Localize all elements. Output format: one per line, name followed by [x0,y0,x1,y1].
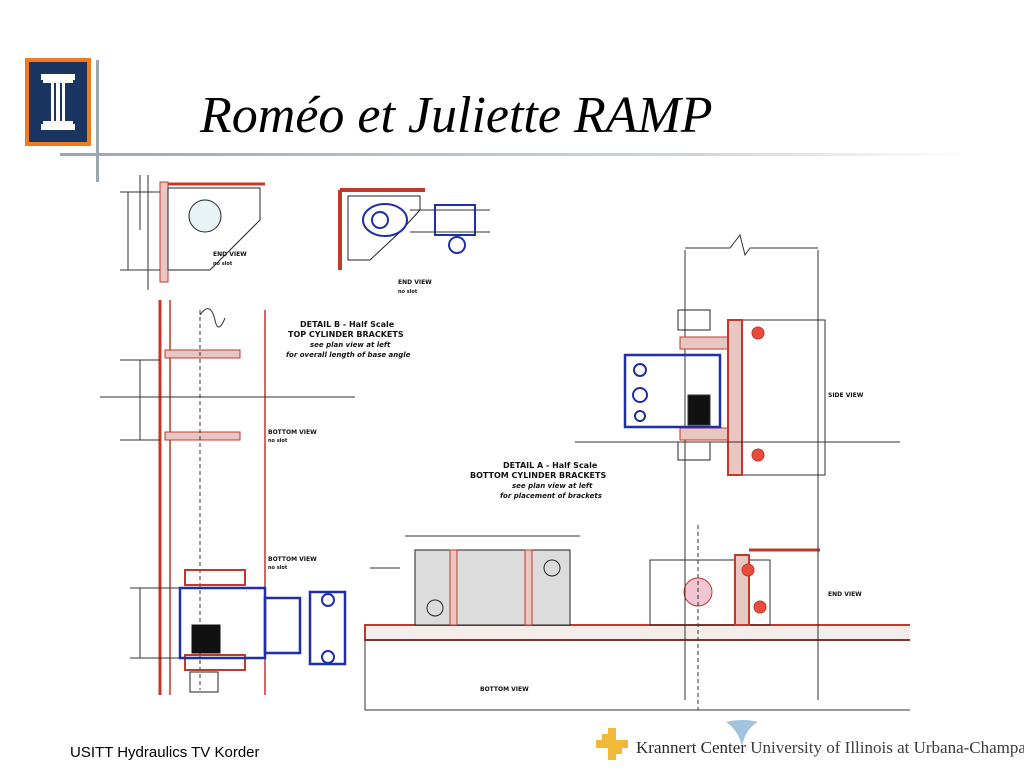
detail-b-line2: TOP CYLINDER BRACKETS [288,330,404,339]
dancer-logo-icon [726,720,758,746]
end-view-top-sub: no slot [213,261,233,267]
detail-b-line4: for overall length of base angle [286,351,411,359]
bottom-view-1-label: BOTTOM VIEW [268,429,317,436]
krannert-logo-icon [596,728,628,760]
bottom-view-2-sub: no slot [268,565,288,571]
university-text: University of Illinois at Urbana-Champai… [750,738,1024,757]
krannert-center-text: Krannert Center [636,738,746,757]
end-view-mid-sub: no slot [398,289,418,295]
footer-course-label: USITT Hydraulics TV Korder [70,744,260,761]
detail-a-line4: for placement of brackets [500,492,602,500]
detail-a-line1: DETAIL A - Half Scale [503,461,598,470]
ramp-bracket-drawing: END VIEW no slot END VIEW no slot DETAIL… [100,175,910,711]
side-view-label: SIDE VIEW [828,392,864,399]
slide-title: Roméo et Juliette RAMP [200,87,713,144]
detail-a-line3: see plan view at left [512,482,593,490]
title-rule-vertical [96,60,99,182]
end-view-plate [159,181,169,283]
logo-background [29,62,87,142]
bottom-view-3-label: BOTTOM VIEW [480,686,529,693]
end-view-right-label: END VIEW [828,591,862,598]
university-logo [25,58,91,146]
title-rule-horizontal [60,153,970,156]
column-i-icon [41,74,75,130]
end-view-top-label: END VIEW [213,251,247,258]
end-view-mid-label: END VIEW [398,279,432,286]
detail-a-line2: BOTTOM CYLINDER BRACKETS [470,471,606,480]
detail-b-line1: DETAIL B - Half Scale [300,320,395,329]
footer-branding: Krannert Center University of Illinois a… [590,718,1024,766]
bottom-view-1-sub: no slot [268,438,288,444]
detail-b-line3: see plan view at left [310,341,391,349]
bottom-view-2-label: BOTTOM VIEW [268,556,317,563]
